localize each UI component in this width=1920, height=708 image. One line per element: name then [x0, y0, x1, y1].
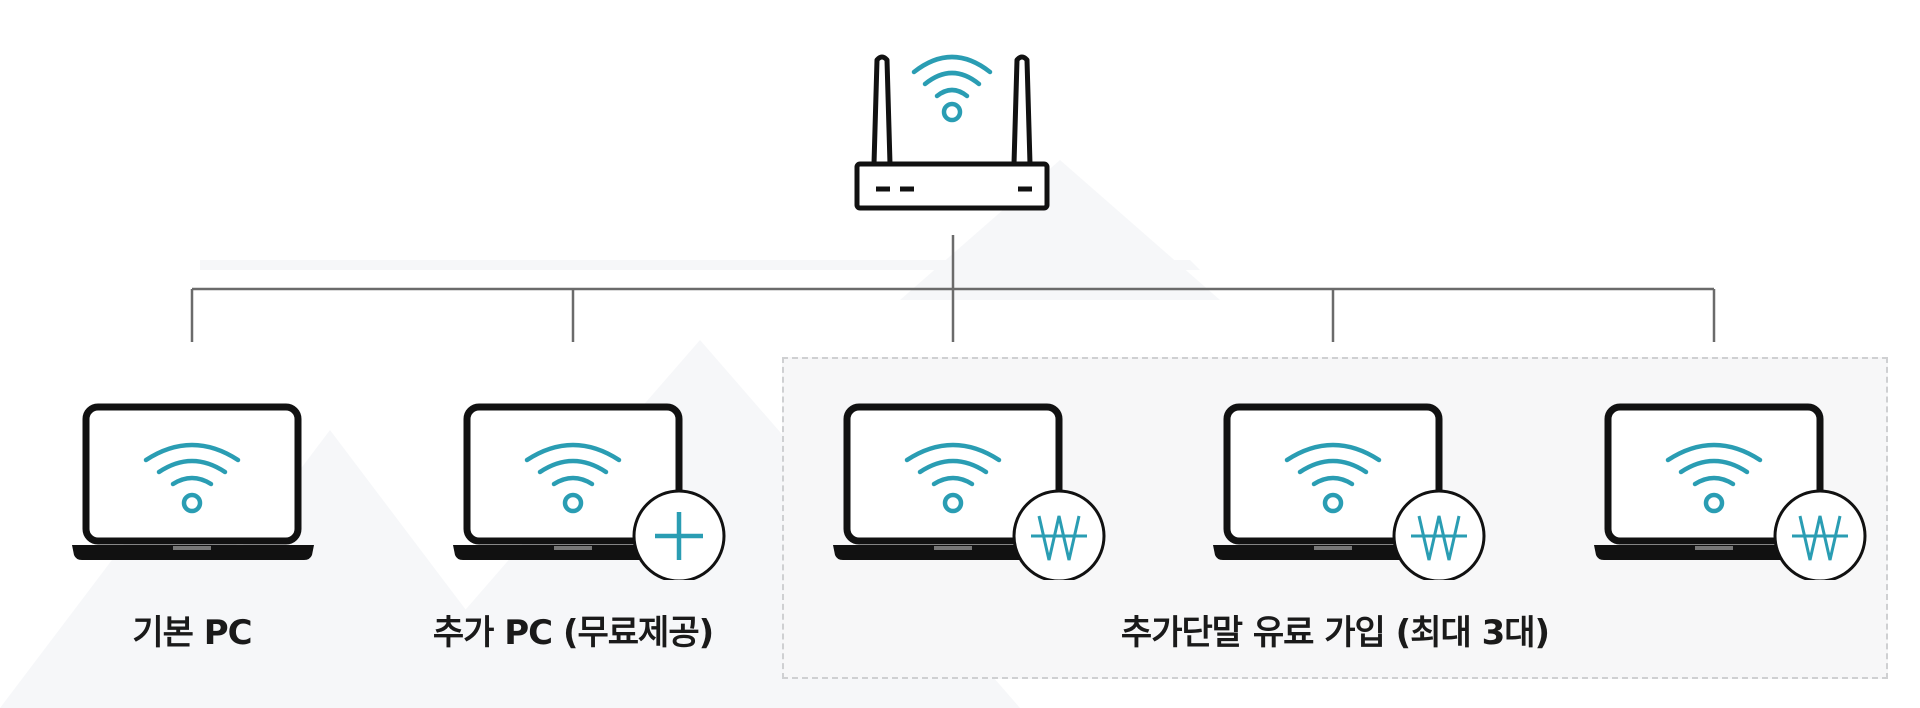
laptop-icon — [72, 403, 314, 560]
device-paid-2 — [1213, 400, 1513, 580]
device-additional-pc — [453, 400, 753, 580]
laptop-icon — [1213, 403, 1455, 560]
device-paid-3 — [1594, 400, 1894, 580]
label-basic-pc: 기본 PC — [132, 613, 252, 653]
device-basic-pc — [72, 400, 372, 580]
label-paid-group: 추가단말 유료 가입 (최대 3대) — [1120, 613, 1550, 653]
laptop-icon — [453, 403, 695, 560]
wifi-signal-icon — [904, 442, 1002, 514]
device-paid-1 — [833, 400, 1133, 580]
label-additional-pc: 추가 PC (무료제공) — [432, 613, 714, 653]
won-icon — [1012, 489, 1106, 580]
wifi-signal-icon — [911, 54, 993, 123]
plus-icon — [632, 489, 726, 580]
won-icon — [1392, 489, 1486, 580]
wifi-router-icon — [854, 54, 1050, 211]
wifi-signal-icon — [524, 442, 622, 514]
wifi-signal-icon — [1665, 442, 1763, 514]
wifi-signal-icon — [143, 442, 241, 514]
wifi-signal-icon — [1284, 442, 1382, 514]
laptop-icon — [833, 403, 1075, 560]
won-icon — [1773, 489, 1867, 580]
